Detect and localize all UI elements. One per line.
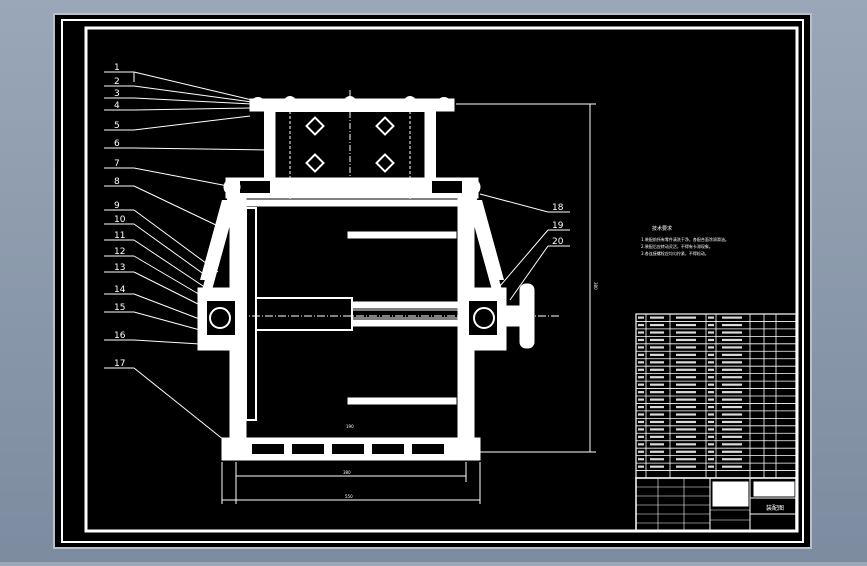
drawing-title: 装配图 (766, 504, 784, 512)
dim-outer-width: 550 (345, 494, 353, 499)
part-label-15: 15 (114, 303, 125, 313)
dimension-lines (221, 103, 596, 504)
dim-inner-width: 380 (343, 470, 351, 475)
part-label-5: 5 (114, 121, 120, 131)
part-label-2: 2 (114, 77, 120, 87)
part-label-12: 12 (114, 247, 125, 257)
inner-border (84, 26, 799, 533)
dim-center: 190 (346, 424, 354, 429)
part-label-10: 10 (114, 215, 126, 225)
note-line-2: 2.装配后应转动灵活，不得有卡滞现象。 (641, 243, 713, 249)
part-label-19: 19 (552, 221, 564, 231)
part-label-14: 14 (114, 285, 126, 295)
side-struts (200, 196, 504, 290)
part-label-16: 16 (114, 331, 126, 341)
note-line-3: 3.各连接螺栓应均匀拧紧，不得松动。 (641, 250, 709, 256)
title-block (635, 477, 797, 532)
part-label-4: 4 (114, 101, 120, 111)
part-label-9: 9 (114, 201, 120, 211)
notes-title: 技术要求 (652, 225, 672, 232)
parts-list (635, 313, 797, 479)
outer-border (61, 19, 804, 543)
part-label-8: 8 (114, 177, 120, 187)
part-label-6: 6 (114, 139, 120, 149)
part-label-11: 11 (114, 231, 125, 241)
note-line-1: 1.装配前所有零件清洗干净，各配合面涂润滑油。 (641, 236, 729, 242)
part-label-7: 7 (114, 159, 120, 169)
part-label-3: 3 (114, 89, 120, 99)
part-label-20: 20 (552, 237, 564, 247)
bearing-assemblies (197, 283, 535, 351)
drawing-sheet (53, 13, 812, 549)
part-label-18: 18 (552, 203, 564, 213)
part-label-13: 13 (114, 263, 125, 273)
dim-height: 380 (593, 282, 598, 290)
top-bracket (249, 90, 455, 200)
technical-notes: 技术要求 1.装配前所有零件清洗干净，各配合面涂润滑油。 2.装配后应转动灵活，… (641, 225, 729, 256)
leader-lines (104, 71, 570, 441)
part-label-17: 17 (114, 359, 125, 369)
part-label-1: 1 (114, 63, 120, 73)
